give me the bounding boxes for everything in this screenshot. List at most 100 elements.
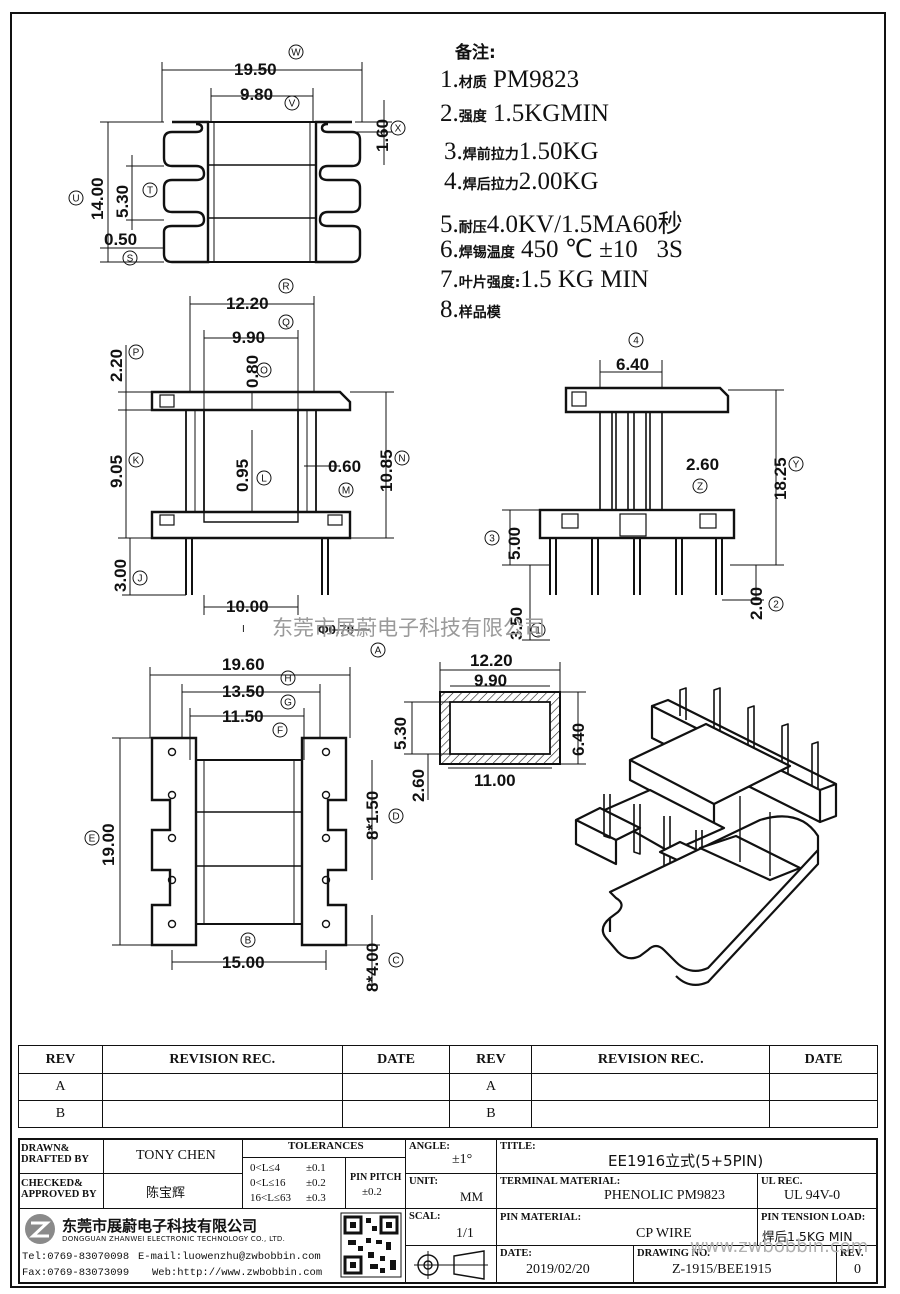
reference-letter: B — [245, 936, 252, 947]
drawn-by: TONY CHEN — [136, 1148, 216, 1163]
scale: 1/1 — [456, 1226, 474, 1241]
section-view — [404, 662, 586, 800]
dimension-labels: 19.50 9.80 1.60 14.00 5.30 0.50 12.20 9.… — [88, 60, 790, 992]
dim-bottom-c: 8*4.00 — [363, 943, 382, 992]
dim-front-10: 10.00 — [226, 597, 269, 616]
terminal-label: TERMINAL MATERIAL: — [500, 1176, 621, 1187]
tol-range-2: 0<L≤16 — [250, 1177, 286, 1189]
dim-top-s: 0.50 — [104, 230, 137, 249]
reference-letter: T — [147, 186, 153, 197]
drawing-views: 19.50 9.80 1.60 14.00 5.30 0.50 12.20 9.… — [68, 44, 838, 992]
tolerances-label: TOLERANCES — [288, 1140, 364, 1152]
date-header-2: DATE — [769, 1045, 878, 1074]
dim-side-z: 2.60 — [686, 455, 719, 474]
tol-range-1: 0<L≤4 — [250, 1162, 280, 1174]
tol-value-2: ±0.2 — [306, 1177, 326, 1189]
dim-section-530: 5.30 — [391, 717, 410, 750]
checked-label: CHECKED& APPROVED BY — [21, 1178, 97, 1200]
pin-material-label: PIN MATERIAL: — [500, 1212, 582, 1223]
title-label: TITLE: — [500, 1141, 536, 1152]
note-6: 6.焊锡温度 450 ℃ ±10 3S — [440, 236, 683, 263]
dim-side-y: 18.25 — [771, 457, 790, 500]
reference-letter: J — [138, 574, 143, 585]
pin-pitch: ±0.2 — [362, 1186, 382, 1198]
reference-letter: M — [342, 486, 350, 497]
dim-top-w: 19.50 — [234, 60, 277, 79]
projection-symbol-icon — [414, 1250, 488, 1280]
bottom-view — [150, 736, 348, 947]
tension-label: PIN TENSION LOAD: — [761, 1212, 866, 1223]
reference-letter: P — [133, 348, 140, 359]
dim-front-j: 3.00 — [111, 559, 130, 592]
dim-front-q: 9.90 — [232, 328, 265, 347]
pin-pitch-label: PIN PITCH — [350, 1172, 402, 1183]
date-header: DATE — [341, 1045, 451, 1074]
angle: ±1° — [452, 1152, 473, 1167]
dim-side-1: 3.50 — [507, 607, 526, 640]
drawn-label: DRAWN& DRAFTED BY — [21, 1143, 89, 1165]
dim-front-p: 2.20 — [107, 349, 126, 382]
reference-letter: F — [277, 726, 283, 737]
dim-bottom-g: 13.50 — [222, 682, 265, 701]
reference-letter: N — [398, 454, 405, 465]
front-view-dims — [118, 296, 394, 631]
isometric-view — [574, 687, 838, 987]
dim-bottom-e: 19.00 — [99, 823, 118, 866]
notes-title: 备注: — [455, 43, 496, 63]
dim-top-v: 9.80 — [240, 85, 273, 104]
reference-letter: Q — [282, 318, 290, 329]
dim-front-o: 0.80 — [243, 355, 262, 388]
date-label: DATE: — [500, 1248, 532, 1259]
side-view-dims — [502, 360, 784, 641]
reference-letter: W — [291, 48, 301, 59]
side-view — [538, 386, 736, 595]
fax: Fax:0769-83073099 — [22, 1267, 130, 1279]
company-name: 东莞市展蔚电子科技有限公司 — [62, 1217, 258, 1235]
dim-top-x: 1.60 — [373, 119, 392, 152]
dim-section-260: 2.60 — [409, 769, 428, 802]
checked-by: 陈宝辉 — [146, 1186, 186, 1201]
dim-front-n: 10.85 — [377, 449, 396, 492]
reference-letter: 2 — [773, 600, 779, 611]
note-2: 2.强度 1.5KGMIN — [440, 100, 609, 127]
dim-bottom-d: 8*1.50 — [363, 791, 382, 840]
reference-letter: 1 — [535, 626, 541, 637]
reference-letter: G — [284, 698, 292, 709]
reference-letter: E — [89, 834, 96, 845]
top-view-dims — [100, 62, 392, 263]
drawing-no: Z-1915/BEE1915 — [672, 1262, 772, 1277]
dim-side-3: 5.00 — [505, 527, 524, 560]
scale-label: SCAL: — [409, 1211, 441, 1222]
reference-letter: D — [392, 812, 399, 823]
rev-header-2: REV — [449, 1045, 533, 1074]
date: 2019/02/20 — [526, 1262, 590, 1277]
unit: MM — [460, 1189, 484, 1204]
dim-section-1220: 12.20 — [470, 651, 513, 670]
reference-letter: 4 — [633, 336, 639, 347]
note-1: 1.材质 PM9823 — [440, 66, 580, 93]
pin-material: CP WIRE — [636, 1226, 692, 1241]
terminal-material: PHENOLIC PM9823 — [604, 1188, 725, 1203]
dim-bottom-b: 15.00 — [222, 953, 265, 972]
email: E-mail:luowenzhu@zwbobbin.com — [138, 1251, 321, 1263]
company-logo-icon — [25, 1214, 55, 1244]
dim-top-u: 14.00 — [88, 177, 107, 220]
drawing-title: EE1916立式(5+5PIN) — [608, 1152, 764, 1170]
reference-letter: K — [133, 456, 140, 467]
dim-side-4: 6.40 — [616, 355, 649, 374]
reference-letter: U — [72, 194, 79, 205]
revision-rec-header-2: REVISION REC. — [531, 1045, 771, 1074]
reference-letter: R — [282, 282, 289, 293]
qr-code-icon — [340, 1212, 402, 1278]
note-5: 5.耐压4.0KV/1.5MA60秒 — [440, 211, 683, 238]
bottom-view-pins — [167, 747, 331, 929]
drawing-no-label: DRAWING NO. — [637, 1248, 710, 1259]
revision-table: REV REVISION REC. DATE REV REVISION REC.… — [18, 1045, 878, 1128]
dim-front-m: 0.60 — [328, 457, 361, 476]
bottom-view-dims — [112, 667, 380, 990]
dim-side-2: 2.00 — [747, 587, 766, 620]
revision-rec-header: REVISION REC. — [101, 1045, 343, 1074]
reference-letter: O — [260, 366, 268, 377]
watermark: 东莞市展蔚电子科技有限公司 — [272, 616, 545, 640]
drawing-sheet — [10, 12, 886, 1288]
